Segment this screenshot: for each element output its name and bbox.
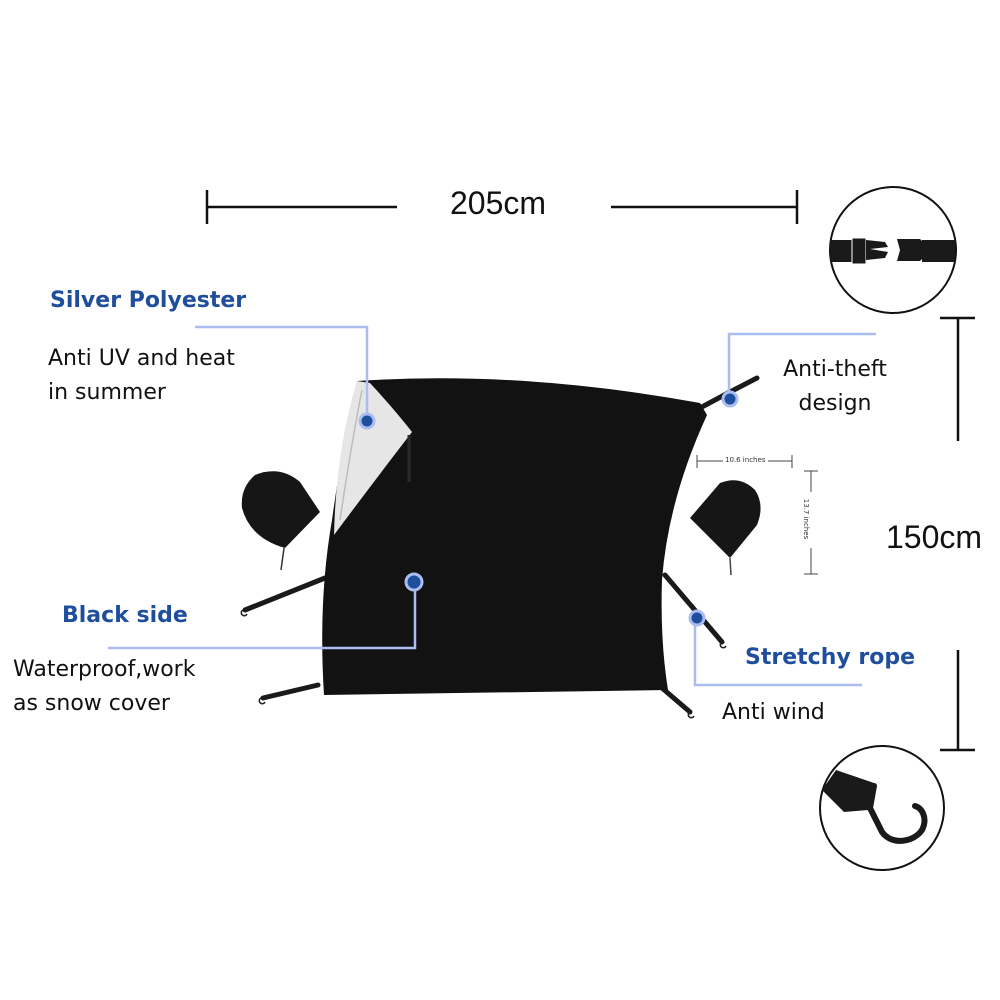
strap-hooks <box>240 609 727 719</box>
callout-line: Anti wind <box>722 700 825 725</box>
callout-line: in summer <box>48 380 166 405</box>
callout-line: design <box>798 391 872 416</box>
callout-desc-black-side: Waterproof,work as snow cover <box>13 653 195 721</box>
buckle-inset-icon <box>829 186 957 314</box>
width-dimension-label: 205cm <box>450 185 547 221</box>
left-mirror-cover <box>241 471 320 571</box>
windshield-cover-body <box>322 378 707 695</box>
hook-inset-icon <box>819 745 945 871</box>
callout-leaders <box>108 325 876 687</box>
callout-desc-stretchy-rope: Anti wind <box>722 696 825 730</box>
callout-desc-anti-theft: Anti-theft design <box>776 353 894 421</box>
right-mirror-cover <box>690 480 761 576</box>
callout-line: Waterproof,work <box>13 657 196 682</box>
height-dimension-label: 150cm <box>886 519 983 555</box>
callout-desc-silver-polyester: Anti UV and heat in summer <box>48 342 235 410</box>
width-dimension-line <box>205 190 799 224</box>
callout-title-black-side: Black side <box>62 603 188 628</box>
mirror-width-label: 10.6 inches <box>725 456 766 464</box>
callout-line: Anti-theft <box>783 357 887 382</box>
callout-line: Anti UV and heat <box>48 346 235 371</box>
mirror-height-label: 13.7 inches <box>802 498 811 540</box>
callout-title-silver-polyester: Silver Polyester <box>50 288 247 313</box>
callout-dots <box>358 390 739 627</box>
mirror-size-annotation <box>696 455 818 575</box>
callout-line: as snow cover <box>13 691 170 716</box>
height-dimension-line <box>940 316 975 752</box>
callout-title-stretchy-rope: Stretchy rope <box>745 645 915 670</box>
